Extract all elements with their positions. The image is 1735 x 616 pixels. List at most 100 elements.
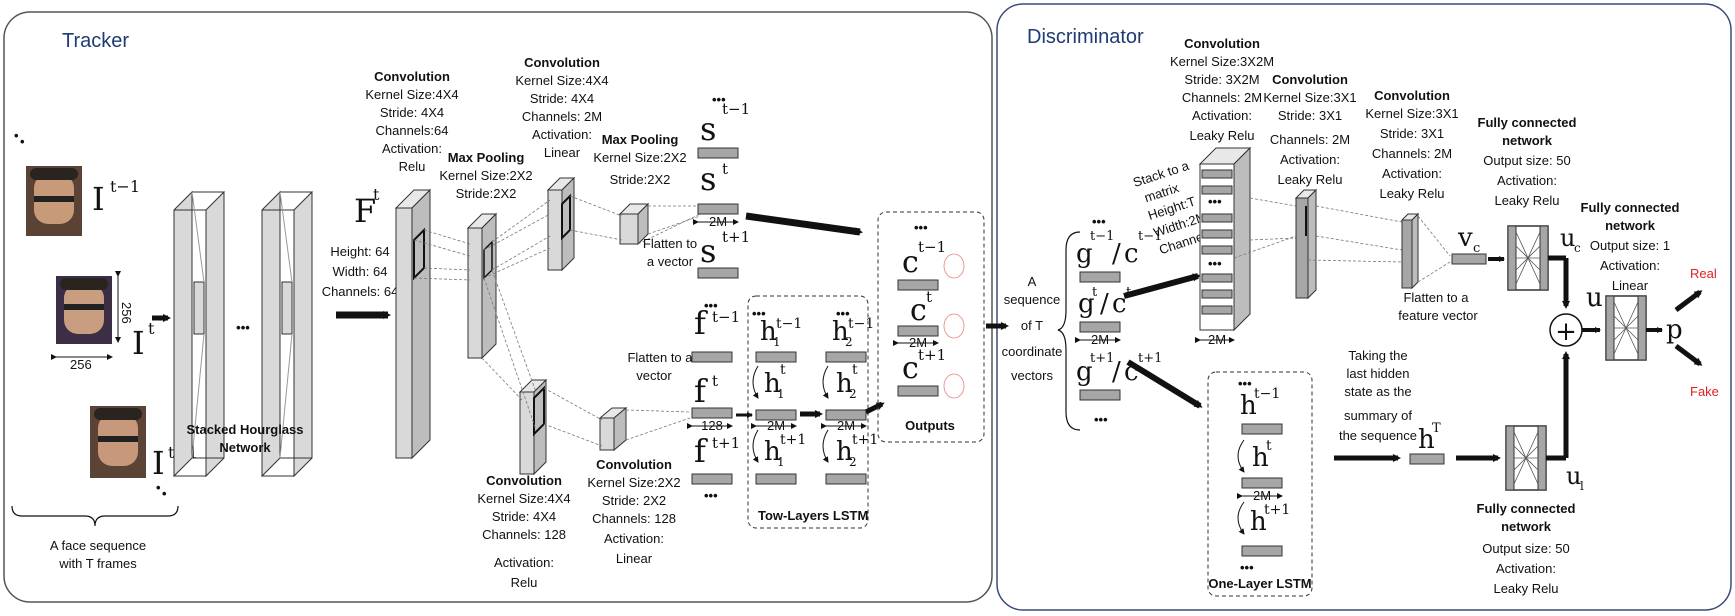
svg-text:Kernel Size:3X2M: Kernel Size:3X2M [1170, 54, 1274, 69]
svg-text:2M: 2M [1253, 488, 1271, 503]
two-layer-lstm-title: Tow-Layers LSTM [758, 508, 868, 523]
svg-text:Activation:: Activation: [1496, 561, 1556, 576]
conv2-block [546, 176, 576, 272]
seq-prev: g t−1 / c t−1 [1076, 229, 1162, 283]
s-dim: 2M [709, 214, 727, 229]
matrix-to-dconv2-lines [1233, 197, 1297, 259]
f-next-label: f [694, 432, 708, 470]
feature-width: Width: 64 [333, 264, 388, 279]
svg-text:Output size: 50: Output size: 50 [1482, 541, 1569, 556]
svg-text:Channels: 128: Channels: 128 [592, 511, 676, 526]
svg-text:Channels:64: Channels:64 [376, 123, 449, 138]
svg-text:/: / [1100, 289, 1109, 319]
svg-text:Max Pooling: Max Pooling [448, 150, 525, 165]
svg-text:/: / [1112, 357, 1121, 387]
svg-text:Output size: 50: Output size: 50 [1483, 153, 1570, 168]
svg-text:•••: ••• [1240, 560, 1254, 575]
frame-next [90, 406, 146, 478]
svg-text:Linear: Linear [544, 145, 581, 160]
svg-text:•••: ••• [704, 298, 718, 313]
svg-text:c: c [1112, 289, 1127, 319]
conv2-to-pool2-lines [569, 195, 701, 245]
svg-text:•••: ••• [752, 306, 766, 321]
seq-ellipsis-bottom: ••• [1094, 412, 1108, 427]
hourglass-label-1: Stacked Hourglass [186, 422, 303, 437]
feature-height: Height: 64 [330, 244, 389, 259]
s-cur-label: s [700, 160, 716, 198]
ul-sub: l [1580, 479, 1584, 493]
svg-text:Convolution: Convolution [1374, 88, 1450, 103]
svg-text:Convolution: Convolution [1184, 36, 1260, 51]
svg-text:h: h [832, 317, 849, 347]
svg-text:t: t [926, 288, 932, 306]
outputs-box [877, 211, 985, 443]
svg-text:vectors: vectors [1011, 368, 1053, 383]
svg-text:Leaky Relu: Leaky Relu [1189, 128, 1254, 143]
f-cur-label: f [694, 372, 708, 410]
dconv1-text: Convolution Kernel Size:3X2M Stride: 3X2… [1170, 36, 1274, 143]
svg-text:Activation:: Activation: [1600, 258, 1660, 273]
svg-text:Activation:: Activation: [1280, 152, 1340, 167]
svg-text:Activation:: Activation: [532, 127, 592, 142]
sequence-brace [1057, 231, 1081, 431]
svg-text:h: h [1250, 507, 1267, 537]
frame-dim-h: 256 [119, 302, 134, 324]
feature-channels: Channels: 64 [322, 284, 399, 299]
p-label: p [1666, 315, 1683, 345]
svg-text:of T: of T [1021, 318, 1043, 333]
svg-text:Channels: 2M: Channels: 2M [1182, 90, 1262, 105]
s-cur-sup: t [722, 160, 728, 178]
svg-text:coordinate: coordinate [1002, 344, 1063, 359]
frames-caption-2: with T frames [58, 556, 137, 571]
svg-text:•••: ••• [1208, 194, 1222, 209]
one-layer-lstm-box [1207, 371, 1313, 597]
ul-label: u [1566, 462, 1581, 490]
flatten-feature-2: feature vector [1398, 308, 1478, 323]
fake-label: Fake [1690, 384, 1719, 399]
svg-text:2M: 2M [1208, 332, 1226, 347]
uc-label: u [1560, 224, 1575, 252]
svg-text:t−1: t−1 [1138, 229, 1162, 244]
svg-text:•••: ••• [1208, 256, 1222, 271]
s-next-sup: t+1 [722, 228, 750, 246]
hourglass-network [173, 190, 313, 478]
svg-text:Leaky Relu: Leaky Relu [1277, 172, 1342, 187]
svg-text:h: h [1240, 391, 1257, 421]
svg-text:2: 2 [845, 335, 853, 349]
svg-text:2M: 2M [909, 335, 927, 350]
hT-vector [1409, 453, 1445, 465]
svg-text:h: h [836, 437, 853, 467]
fc2-block [1505, 425, 1547, 491]
svg-text:g: g [1076, 357, 1093, 387]
f-next-vector [691, 473, 733, 485]
svg-text:Leaky Relu: Leaky Relu [1493, 581, 1558, 596]
svg-text:t+1: t+1 [852, 432, 878, 448]
svg-text:Stride: 4X4: Stride: 4X4 [380, 105, 444, 120]
svg-text:Stride:2X2: Stride:2X2 [456, 186, 517, 201]
hourglass-ellipsis: ••• [236, 320, 250, 335]
svg-text:Output size: 1: Output size: 1 [1590, 238, 1670, 253]
frame-cur-label: I [132, 324, 145, 362]
dconv2-to-dconv3-lines [1307, 205, 1403, 263]
svg-text:Linear: Linear [1612, 278, 1649, 293]
svg-text:Activation:: Activation: [1382, 166, 1442, 181]
svg-text:Channels: 2M: Channels: 2M [522, 109, 602, 124]
feature-label: F [354, 192, 376, 230]
svg-text:Fully connected: Fully connected [1478, 115, 1577, 130]
svg-text:Stride: 4X4: Stride: 4X4 [492, 509, 556, 524]
frame-cur-sup: t [148, 319, 155, 338]
frame-dim-w: 256 [70, 357, 92, 372]
frame-next-label: I [152, 444, 165, 482]
flatten-f-1: Flatten to a [627, 350, 693, 365]
stacked-matrix: ••• ••• 2M [1195, 146, 1252, 347]
svg-text:network: network [1501, 519, 1552, 534]
svg-text:t−1: t−1 [1090, 229, 1114, 244]
input-sequence-text: A sequence of T coordinate vectors [1002, 274, 1063, 383]
discriminator-title: Discriminator [1027, 26, 1144, 48]
svg-text:Channels: 2M: Channels: 2M [1270, 132, 1350, 147]
fc1-block [1507, 225, 1549, 291]
face-landmark-sketches [943, 253, 965, 399]
svg-text:Convolution: Convolution [524, 55, 600, 70]
hourglass-label-2: Network [219, 440, 271, 455]
one-layer-lstm-title: One-Layer LSTM [1208, 576, 1311, 591]
